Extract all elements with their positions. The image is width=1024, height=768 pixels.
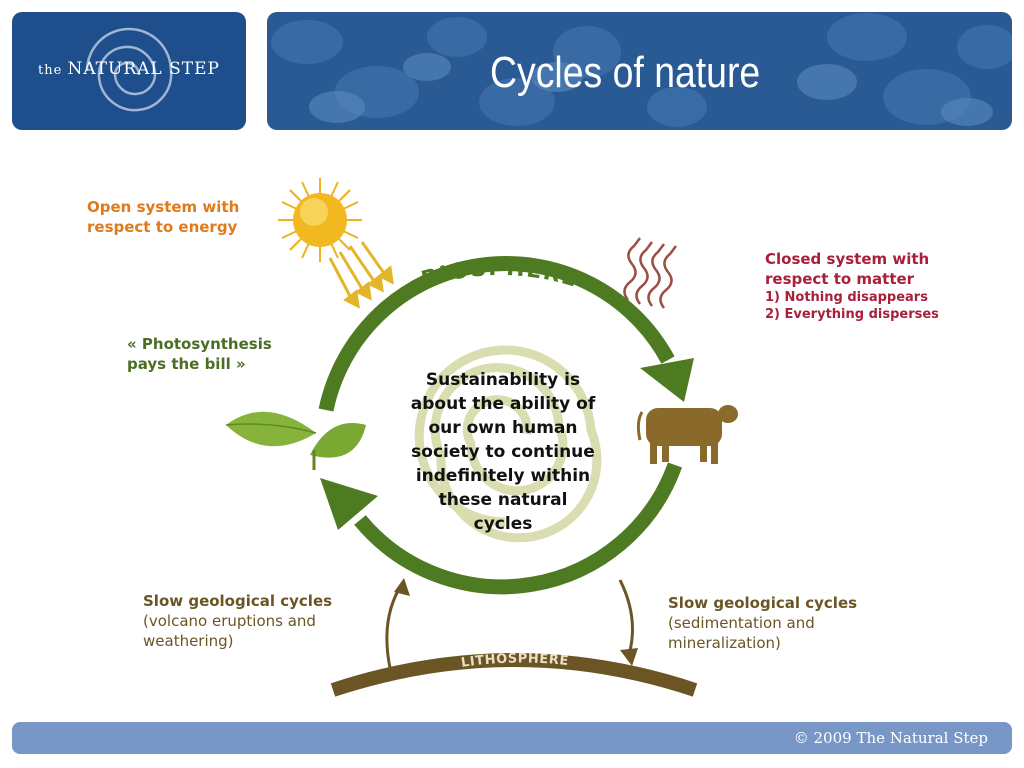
leaf-icon — [225, 411, 366, 470]
statement-line: our own human — [428, 418, 578, 438]
photosynthesis-label: « Photosynthesis pays the bill » — [127, 334, 272, 374]
biosphere-arrowhead-left — [320, 478, 378, 530]
sun-icon — [278, 178, 362, 262]
photosynthesis-label-line: « Photosynthesis — [127, 335, 272, 353]
matter-label-line: respect to matter — [765, 270, 915, 288]
energy-label: Open system with respect to energy — [87, 197, 239, 237]
geo-cycle-left: Slow geological cycles (volcano eruption… — [143, 591, 332, 651]
logo-text: the NATURAL STEP — [38, 59, 220, 79]
biosphere-arc-bottom — [354, 462, 683, 595]
geo-left-sub: weathering) — [143, 632, 234, 650]
statement-line: about the ability of — [410, 394, 596, 414]
logo-box — [12, 12, 246, 130]
logo-brand: NATURAL STEP — [67, 59, 220, 79]
biosphere-arrowhead-right — [640, 358, 694, 402]
biosphere-arc-top — [318, 256, 675, 412]
statement-line: Sustainability is — [425, 370, 581, 390]
geo-left-sub: (volcano eruptions and — [143, 612, 316, 630]
statement-line: indefinitely within — [415, 466, 591, 486]
statement-line: society to continue — [411, 442, 595, 462]
geo-arrow-down — [618, 579, 634, 659]
copyright: © 2009 The Natural Step — [793, 729, 988, 747]
statement-line: cycles — [473, 514, 533, 534]
geo-right-sub: mineralization) — [668, 634, 781, 652]
geo-arrow-up — [385, 583, 404, 669]
lithosphere-label: LITHOSPHERE — [460, 651, 569, 670]
matter-points: 1) Nothing disappears 2) Everything disp… — [765, 289, 939, 323]
photosynthesis-label-line: pays the bill » — [127, 355, 246, 373]
sunlight-arrows — [328, 241, 394, 309]
geo-left-title: Slow geological cycles — [143, 592, 333, 610]
matter-point: 2) Everything disperses — [765, 307, 939, 322]
matter-label-line: Closed system with — [765, 250, 930, 268]
statement-line: these natural — [438, 490, 568, 510]
sustainability-statement: Sustainability is about the ability of o… — [393, 368, 613, 536]
page-title: Cycles of nature — [490, 48, 761, 97]
biosphere-label: BIOSPHERE — [419, 256, 582, 293]
geo-right-sub: (sedimentation and — [668, 614, 815, 632]
heat-arrows-icon — [623, 237, 677, 309]
geo-arrowhead-down — [620, 648, 638, 666]
logo-prefix: the — [38, 63, 63, 78]
energy-label-line: respect to energy — [87, 218, 238, 236]
matter-label: Closed system with respect to matter — [765, 249, 929, 289]
geo-arrowhead-up — [394, 578, 410, 596]
center-spiral — [414, 345, 602, 543]
energy-label-line: Open system with — [87, 198, 240, 216]
cycle-diagram: BIOSPHERE LITHOSPHERE — [225, 178, 738, 697]
geo-cycle-right: Slow geological cycles (sedimentation an… — [668, 593, 857, 653]
title-banner — [267, 12, 1012, 130]
lithosphere-band — [330, 653, 698, 697]
logo-spiral-icon — [85, 27, 173, 112]
cow-icon — [636, 405, 738, 464]
matter-point: 1) Nothing disappears — [765, 290, 928, 305]
stones-background — [271, 13, 1012, 127]
footer-bar — [12, 722, 1012, 754]
geo-right-title: Slow geological cycles — [668, 594, 858, 612]
